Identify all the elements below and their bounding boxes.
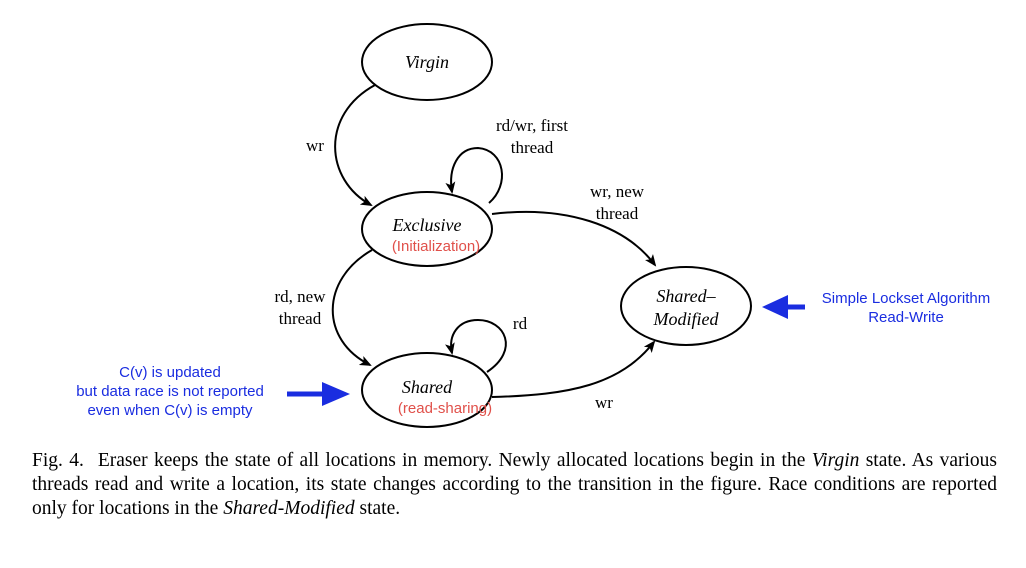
state-shared-modified: Shared– Modified (620, 266, 752, 346)
edge-virgin-to-exclusive (334, 84, 376, 206)
edge-virgin-to-exclusive-label: wr (306, 136, 324, 155)
note-lockset: Simple Lockset Algorithm Read-Write (762, 290, 990, 326)
state-virgin-label: Virgin (405, 52, 449, 72)
caption-text-3: state. (354, 498, 401, 519)
edge-exclusive-to-shared-modified (491, 210, 657, 267)
note-cv-arrow-head (322, 382, 350, 406)
edge-shared-to-shared-modified-label: wr (595, 393, 613, 412)
edge-exclusive-to-shared-modified-label-2: thread (596, 204, 639, 223)
state-shared-modified-label-1: Shared– (656, 286, 716, 306)
state-shared-label: Shared (402, 377, 453, 397)
edge-shared-self (444, 318, 507, 373)
edge-exclusive-to-shared-label-2: thread (279, 309, 322, 328)
state-shared-sublabel: (read-sharing) (398, 400, 492, 417)
edge-exclusive-to-shared (331, 249, 373, 366)
note-cv-line-1: C(v) is updated (119, 364, 221, 381)
caption-shared-modified: Shared-Modified (223, 498, 355, 519)
caption-figure-number: Fig. 4. (32, 450, 84, 471)
state-exclusive: Exclusive (Initialization) (361, 191, 493, 267)
caption-virgin: Virgin (811, 450, 860, 471)
note-cv-line-2: but data race is not reported (76, 383, 264, 400)
state-virgin: Virgin (361, 23, 493, 101)
state-shared: Shared (read-sharing) (361, 352, 493, 428)
state-shared-modified-label-2: Modified (653, 309, 720, 329)
edge-exclusive-self-label-2: thread (511, 138, 554, 157)
caption-text-1: Eraser keeps the state of all locations … (97, 450, 812, 471)
edge-shared-self-label: rd (513, 314, 528, 333)
state-exclusive-sublabel: (Initialization) (392, 238, 480, 255)
edge-exclusive-self-label-1: rd/wr, first (496, 116, 568, 135)
caption-text-2: state. As various threads read and write… (32, 450, 998, 519)
state-diagram: Virgin Exclusive (Initialization) Shared… (76, 23, 990, 428)
edge-exclusive-to-shared-modified-label-1: wr, new (590, 182, 645, 201)
edge-exclusive-self (445, 146, 503, 204)
note-lockset-line-2: Read-Write (868, 309, 944, 326)
figure-caption: Fig. 4. Eraser keeps the state of all loc… (32, 449, 997, 521)
note-cv-line-3: even when C(v) is empty (87, 402, 253, 419)
edge-exclusive-to-shared-label-1: rd, new (275, 287, 327, 306)
note-lockset-arrow-head (762, 295, 788, 319)
note-cv: C(v) is updated but data race is not rep… (76, 364, 350, 419)
edge-shared-to-shared-modified (491, 340, 656, 398)
note-lockset-line-1: Simple Lockset Algorithm (822, 290, 990, 307)
state-exclusive-label: Exclusive (392, 215, 462, 235)
